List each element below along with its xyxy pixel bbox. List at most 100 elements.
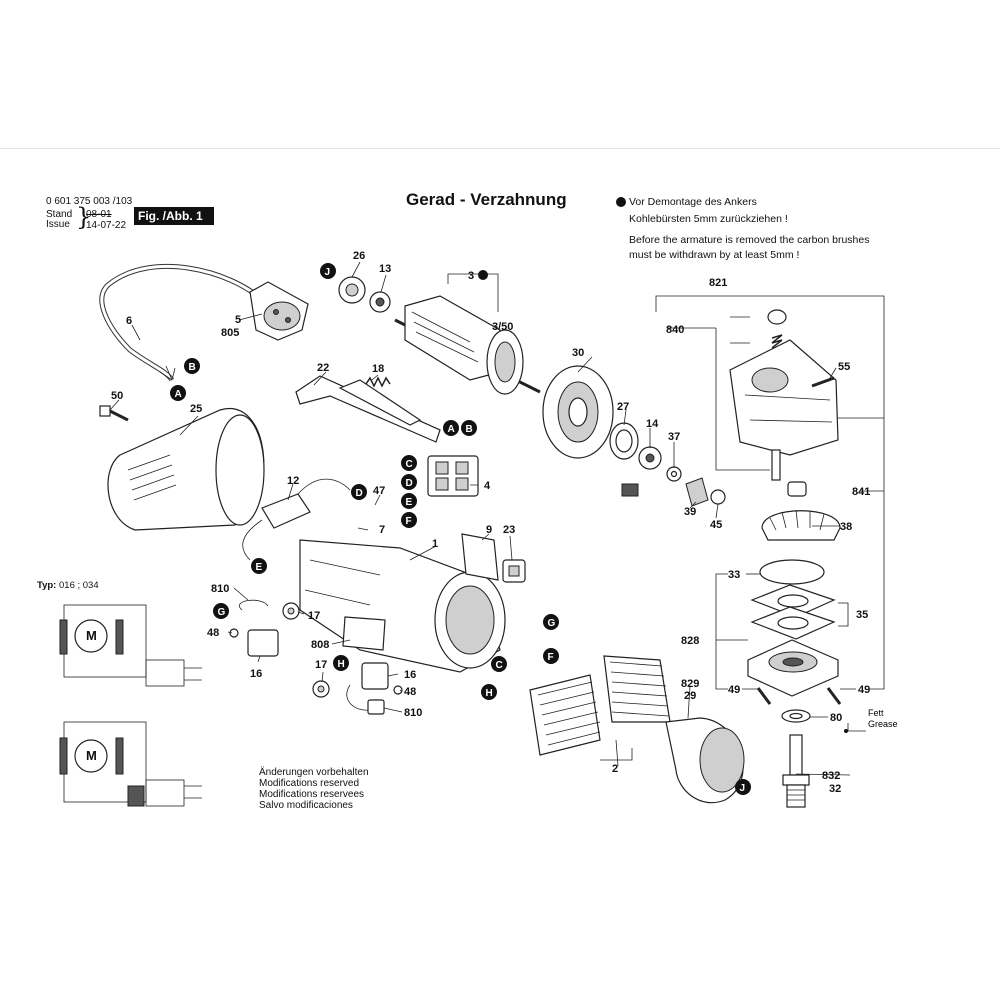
part-829: 829 bbox=[681, 678, 699, 690]
screw-48a bbox=[229, 628, 239, 638]
power-cable bbox=[99, 263, 264, 382]
document-number: 0 601 375 003 /103 bbox=[46, 196, 133, 207]
bushing-841 bbox=[787, 481, 807, 497]
marker-f-switch bbox=[401, 512, 417, 528]
armature-3 bbox=[394, 295, 541, 395]
part-33: 33 bbox=[728, 569, 740, 581]
marker-a-cable bbox=[170, 385, 186, 401]
note-de-line1: Vor Demontage des Ankers bbox=[629, 196, 757, 208]
figure-label: Fig. /Abb. 1 bbox=[134, 207, 214, 225]
part-80: 80 bbox=[830, 712, 842, 724]
marker-b-switch bbox=[461, 420, 477, 436]
fan-guide-30 bbox=[542, 365, 614, 459]
marker-c-switch-label: C bbox=[406, 459, 413, 470]
gear-head-housing bbox=[729, 339, 839, 456]
marker-b-switch-label: B bbox=[466, 424, 473, 435]
field-winding-2 bbox=[529, 655, 671, 756]
leader-lines bbox=[109, 261, 856, 776]
part-7: 7 bbox=[379, 524, 385, 536]
part-30: 30 bbox=[572, 347, 584, 359]
part-810b: 810 bbox=[404, 707, 422, 719]
part-47: 47 bbox=[373, 485, 385, 497]
spring-18 bbox=[365, 376, 391, 388]
marker-a-switch bbox=[443, 420, 459, 436]
marker-j-guard bbox=[735, 779, 751, 795]
cap-840 bbox=[767, 309, 787, 349]
marker-g-field bbox=[543, 614, 559, 630]
note-de-line2: Kohlebürsten 5mm zurückziehen ! bbox=[629, 213, 788, 225]
marker-b-cable bbox=[184, 358, 200, 374]
part-9: 9 bbox=[486, 524, 492, 536]
marker-h-field bbox=[481, 684, 497, 700]
spindle-32 bbox=[782, 734, 810, 808]
part-48a: 48 bbox=[207, 627, 219, 639]
part-16a: 16 bbox=[250, 668, 262, 680]
marker-a-cable-label: A bbox=[175, 389, 182, 400]
switch-4 bbox=[427, 455, 479, 497]
marker-d-capacitor-label: D bbox=[356, 488, 363, 499]
modifications-es: Salvo modificaciones bbox=[259, 800, 353, 811]
screw-49a bbox=[756, 687, 772, 705]
part-45: 45 bbox=[710, 519, 722, 531]
type-label-values: 016 ; 034 bbox=[59, 580, 99, 591]
modifications-note: Änderungen vorbehalten Modifications res… bbox=[259, 767, 369, 811]
plate-9 bbox=[461, 533, 499, 581]
motor-symbol-2: M bbox=[86, 748, 97, 763]
gasket-35b bbox=[750, 606, 836, 640]
marker-e-capacitor-label: E bbox=[256, 562, 263, 573]
protective-guard-29 bbox=[665, 717, 745, 804]
brush-17b bbox=[312, 680, 330, 698]
marker-e-switch-label: E bbox=[406, 497, 413, 508]
top-divider bbox=[0, 148, 1000, 149]
switch-bar-22 bbox=[295, 375, 441, 443]
part-49b: 49 bbox=[858, 684, 870, 696]
note-en-line1: Before the armature is removed the carbo… bbox=[629, 234, 870, 246]
part-numbers: 26 13 3 3/50 30 27 14 37 39 45 5 805 6 2… bbox=[111, 250, 898, 795]
part-13: 13 bbox=[379, 263, 391, 275]
reference-markers: J B A A B C D E F D E G H G F C H J bbox=[170, 263, 848, 795]
marker-e-capacitor bbox=[251, 558, 267, 574]
part-50: 50 bbox=[111, 390, 123, 402]
marker-h-field-label: H bbox=[486, 688, 493, 699]
screw-50 bbox=[99, 405, 129, 422]
marker-f-switch-label: F bbox=[406, 516, 412, 527]
part-805: 805 bbox=[221, 327, 239, 339]
bevel-gear-38 bbox=[761, 509, 841, 541]
part-832: 832 bbox=[822, 770, 840, 782]
part-12: 12 bbox=[287, 475, 299, 487]
washer-37 bbox=[666, 466, 682, 482]
brush-holder-16a bbox=[239, 599, 279, 657]
grease-label-de: Fett bbox=[868, 708, 884, 718]
part-2: 2 bbox=[612, 763, 618, 775]
marker-c-field-label: C bbox=[496, 660, 503, 671]
label-808 bbox=[342, 616, 386, 651]
part-17a: 17 bbox=[308, 610, 320, 622]
part-6: 6 bbox=[126, 315, 132, 327]
part-26: 26 bbox=[353, 250, 365, 262]
part-32: 32 bbox=[829, 783, 841, 795]
issue-label: Issue bbox=[46, 219, 70, 230]
type-label-key: Typ: bbox=[37, 580, 57, 591]
issue-date: 14-07-22 bbox=[86, 220, 127, 231]
part-55: 55 bbox=[838, 361, 850, 373]
part-840: 840 bbox=[666, 324, 684, 336]
wiring-diagram-2 bbox=[59, 721, 202, 807]
brush-holder-16b bbox=[346, 662, 389, 715]
ring-27 bbox=[609, 422, 639, 460]
stand-date: 08-01 bbox=[86, 209, 112, 220]
part-18: 18 bbox=[372, 363, 384, 375]
screw-48b bbox=[393, 685, 403, 695]
part-3: 3 bbox=[468, 270, 474, 282]
motor-symbol-1: M bbox=[86, 628, 97, 643]
stand-label: Stand bbox=[46, 209, 73, 220]
page-title: Gerad - Verzahnung bbox=[406, 190, 567, 209]
spindle-lock-pin bbox=[771, 449, 781, 481]
small-part bbox=[621, 483, 639, 497]
nut-45 bbox=[710, 489, 726, 505]
part-828: 828 bbox=[681, 635, 699, 647]
type-label: Typ: 016 ; 034 bbox=[37, 580, 99, 591]
part-17b: 17 bbox=[315, 659, 327, 671]
o-ring-33 bbox=[759, 559, 825, 585]
part-5: 5 bbox=[235, 314, 241, 326]
